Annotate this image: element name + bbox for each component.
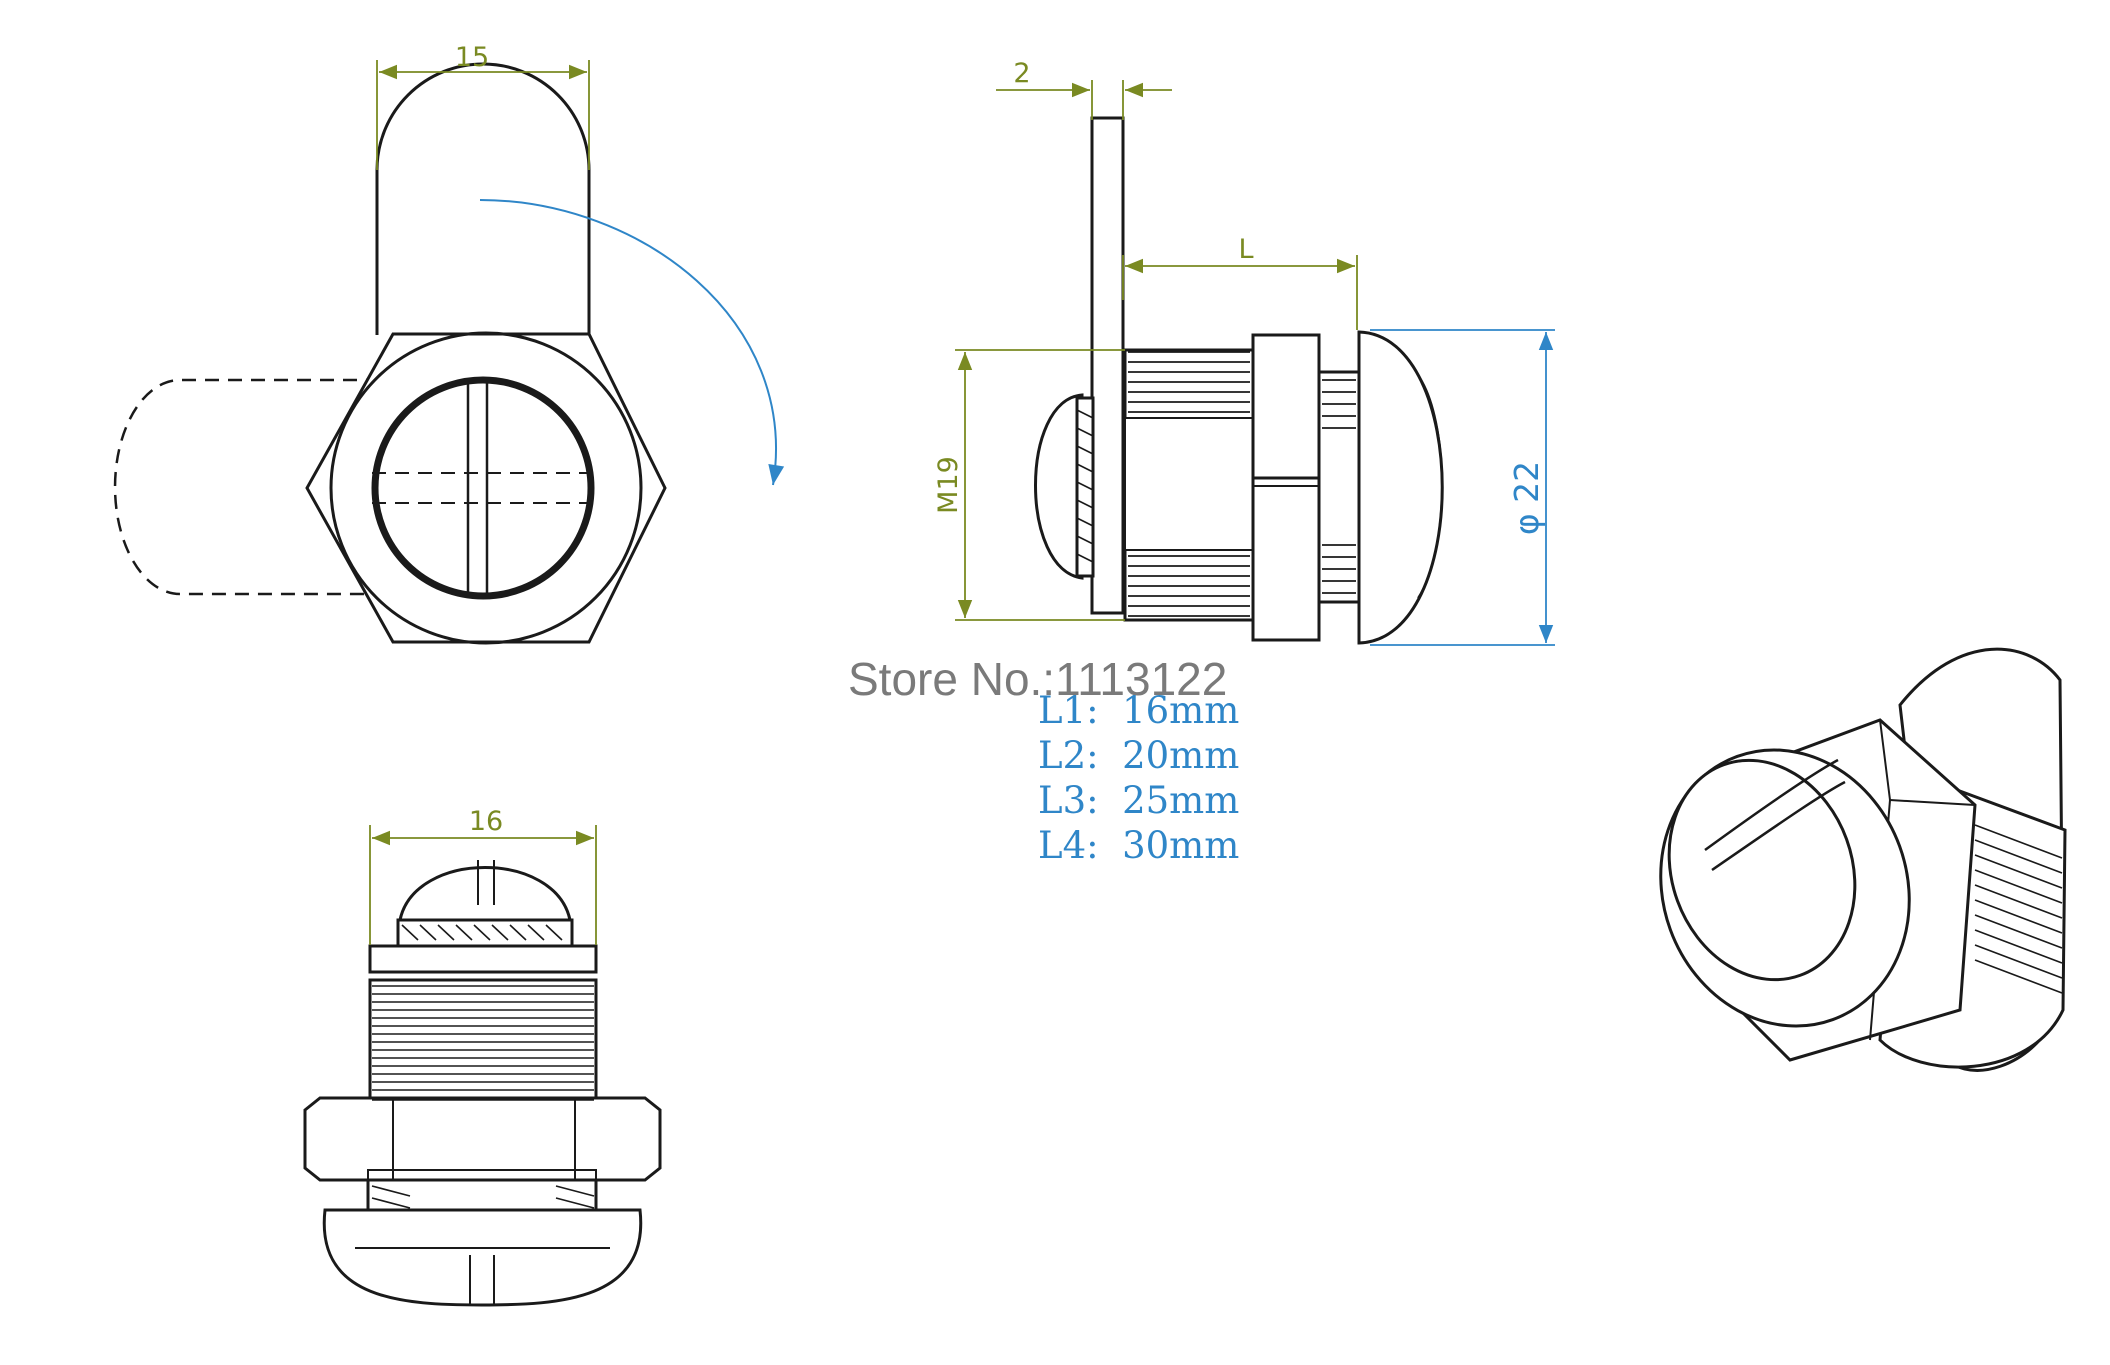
dimension-front-width — [376, 60, 590, 170]
isometric-view — [1659, 647, 2067, 1072]
thread-label: M19 — [933, 456, 964, 514]
front-view — [113, 62, 667, 645]
dimension-thread — [955, 349, 1125, 621]
store-watermark: Store No.:1113122 — [848, 653, 1228, 705]
bottom-width-label: 16 — [469, 806, 503, 837]
rotation-arrow — [479, 199, 785, 486]
dimension-plate-thickness — [996, 80, 1172, 120]
front-width-label: 15 — [455, 42, 489, 73]
length-option: L3: 25mm — [1038, 779, 1240, 822]
length-options-list: L1: 16mm L2: 20mm L3: 25mm L4: 30mm — [1038, 688, 1239, 868]
length-option: L2: 20mm — [1038, 734, 1240, 777]
length-option: L1: 16mm — [1038, 689, 1240, 732]
length-label: L — [1238, 234, 1253, 265]
side-thread-marks — [1128, 351, 1356, 617]
side-view — [1034, 116, 1444, 645]
bottom-view — [303, 860, 662, 1307]
diameter-label: φ 22 — [1507, 461, 1546, 535]
plate-thickness-label: 2 — [1013, 58, 1030, 89]
isometric-thread-marks — [1974, 824, 2063, 994]
dimension-bottom-width — [369, 825, 597, 945]
dimension-diameter — [1370, 329, 1555, 646]
bottom-thread-marks — [371, 924, 595, 1209]
length-option: L4: 30mm — [1038, 824, 1240, 867]
dimension-length — [1122, 255, 1358, 330]
